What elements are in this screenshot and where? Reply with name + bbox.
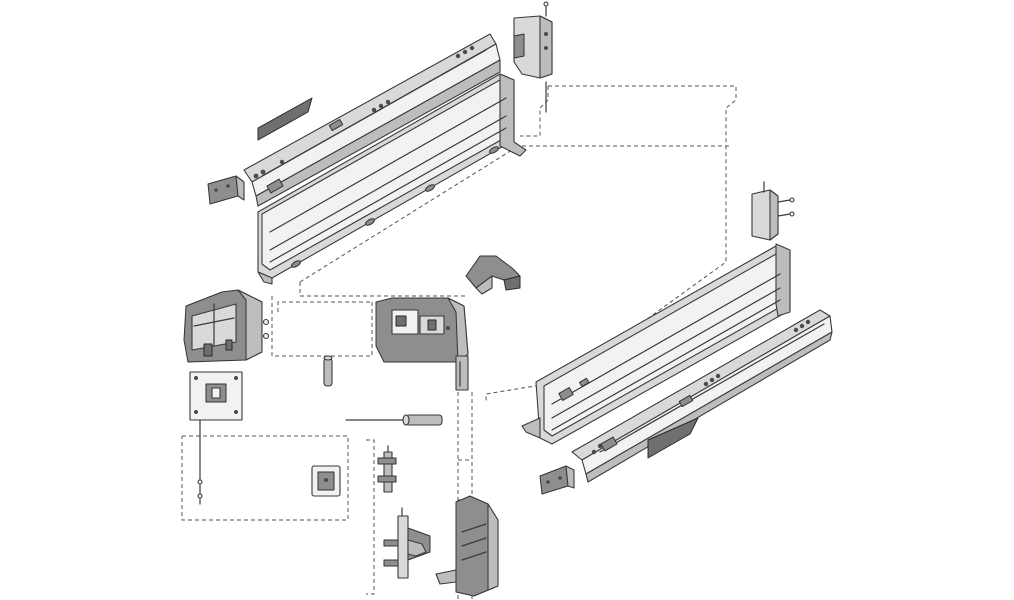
hinge-adapter (383, 507, 431, 579)
dashed-drawer-outline (271, 85, 737, 402)
connector-pin (323, 355, 333, 387)
front-fixing-bracket-center (375, 297, 469, 391)
front-bracket-top (207, 175, 245, 205)
front-cover-plate (435, 495, 499, 597)
drawer-side-wall-right (521, 243, 791, 445)
cover-cap-top (257, 97, 313, 141)
front-fixing-bracket-left (183, 289, 270, 363)
locating-clip (465, 255, 521, 295)
side-adapter (377, 445, 397, 493)
adjustment-screw (345, 414, 443, 426)
front-clip (197, 465, 341, 499)
mounting-plate (189, 371, 243, 505)
cabinet-profile-top (243, 33, 501, 207)
drawer-side-wall-top (257, 73, 527, 285)
cover-cap-right (647, 417, 699, 459)
rear-bracket-right (751, 181, 795, 241)
front-bracket-right (539, 465, 575, 495)
rear-bracket-top (513, 1, 553, 113)
